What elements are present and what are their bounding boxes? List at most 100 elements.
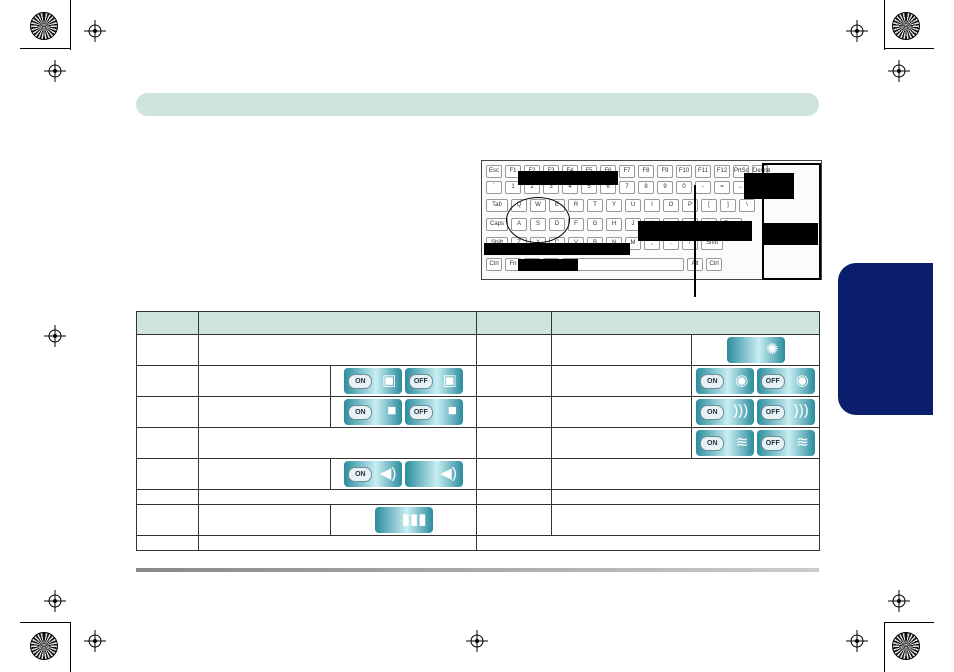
table-cell xyxy=(136,489,199,505)
keyboard-key: 8 xyxy=(638,181,654,194)
table-cell xyxy=(136,334,199,366)
table-row: ON≋ OFF≋ xyxy=(136,427,820,459)
table-cell: ON≋ OFF≋ xyxy=(691,427,820,459)
table-cell xyxy=(476,489,553,505)
table-header-cell xyxy=(476,311,553,335)
color-rose-bottom-right xyxy=(892,632,920,660)
table-cell xyxy=(476,504,553,536)
wlan-on-icon: ON◉ xyxy=(696,368,755,394)
registration-mark-icon xyxy=(44,325,66,347)
keyboard-key: [ xyxy=(701,199,717,212)
bluetooth-off-icon: OFF))) xyxy=(756,399,815,425)
brightness-icon: ✺ xyxy=(726,337,785,363)
redaction-block xyxy=(484,243,630,255)
crop-line xyxy=(884,48,934,49)
chapter-side-tab xyxy=(838,263,933,415)
table-cell: ON◀) ◀) xyxy=(329,458,478,490)
table-cell xyxy=(136,458,199,490)
registration-mark-icon xyxy=(44,590,66,612)
keyboard-key: T xyxy=(587,199,603,212)
wlan-off-icon: OFF◉ xyxy=(756,368,815,394)
hotkey-table: ✺ ON▣ OFF▣ ON◉ OFF◉ ON■ OFF■ ON))) OFF))… xyxy=(136,311,820,551)
crop-line xyxy=(884,0,885,50)
table-cell: ✺ xyxy=(691,334,820,366)
table-cell xyxy=(197,504,331,536)
table-cell xyxy=(476,458,553,490)
color-rose-top-left xyxy=(30,12,58,40)
table-cell xyxy=(476,535,820,551)
crop-line xyxy=(20,622,70,623)
numpad-outline xyxy=(762,163,821,280)
table-cell xyxy=(551,334,693,366)
keyboard-key: F12 xyxy=(714,165,730,178)
display-off-icon: OFF■ xyxy=(404,399,463,425)
crop-line xyxy=(884,622,934,623)
volume-level-icon: ▮▮▮ xyxy=(374,507,433,533)
table-cell xyxy=(551,427,693,459)
table-cell xyxy=(551,504,820,536)
keyboard-key: Ctrl xyxy=(486,258,502,271)
redaction-block xyxy=(518,171,618,185)
registration-mark-icon xyxy=(846,20,868,42)
registration-mark-icon xyxy=(846,630,868,652)
table-row xyxy=(136,535,820,551)
mute-off-icon: ◀) xyxy=(404,461,463,487)
keyboard-key: F8 xyxy=(638,165,654,178)
crop-line xyxy=(70,622,71,672)
keyboard-key: F11 xyxy=(695,165,711,178)
keyboard-key: ` xyxy=(486,181,502,194)
keyboard-key: 0 xyxy=(676,181,692,194)
table-cell xyxy=(551,489,820,505)
table-header-cell xyxy=(551,311,820,335)
crop-line xyxy=(20,48,70,49)
keyboard-key: H xyxy=(606,218,622,231)
keyboard-key: R xyxy=(568,199,584,212)
table-row xyxy=(136,489,820,505)
table-cell xyxy=(197,334,478,366)
keyboard-key: Y xyxy=(606,199,622,212)
table-cell xyxy=(136,365,199,397)
mute-on-icon: ON◀) xyxy=(344,461,403,487)
keyboard-key: = xyxy=(714,181,730,194)
redaction-block xyxy=(764,223,818,245)
keyboard-key xyxy=(562,258,684,271)
keyboard-key: Ctrl xyxy=(706,258,722,271)
keyboard-key: F7 xyxy=(619,165,635,178)
wireless-off-icon: OFF≋ xyxy=(756,430,815,456)
keyboard-key: F xyxy=(568,218,584,231)
table-row: ON■ OFF■ ON))) OFF))) xyxy=(136,396,820,428)
keyboard-key: \ xyxy=(739,199,755,212)
table-cell xyxy=(551,396,693,428)
page-header-bar xyxy=(136,93,819,116)
keyboard-key: - xyxy=(695,181,711,194)
table-cell xyxy=(136,535,199,551)
table-cell xyxy=(197,396,331,428)
display-on-icon: ON■ xyxy=(344,399,403,425)
keyboard-key: 7 xyxy=(619,181,635,194)
color-rose-bottom-left xyxy=(30,632,58,660)
redaction-block xyxy=(744,173,794,199)
keyboard-key: Caps xyxy=(486,218,508,231)
table-header-cell xyxy=(136,311,199,335)
redaction-block xyxy=(518,259,578,271)
keyboard-key: ] xyxy=(720,199,736,212)
keyboard-key: Esc xyxy=(486,165,502,178)
table-cell xyxy=(197,535,478,551)
keyboard-key: F10 xyxy=(676,165,692,178)
crop-line xyxy=(70,0,71,50)
table-row: ON◀) ◀) xyxy=(136,458,820,490)
bluetooth-on-icon: ON))) xyxy=(696,399,755,425)
table-cell xyxy=(197,365,331,397)
crop-line xyxy=(884,622,885,672)
touchpad-on-icon: ON▣ xyxy=(344,368,403,394)
registration-mark-icon xyxy=(84,630,106,652)
keyboard-key: Tab xyxy=(486,199,508,212)
table-cell: ON◉ OFF◉ xyxy=(691,365,820,397)
table-row: ON▣ OFF▣ ON◉ OFF◉ xyxy=(136,365,820,397)
table-cell xyxy=(476,365,553,397)
registration-mark-icon xyxy=(888,590,910,612)
table-cell xyxy=(476,334,553,366)
table-cell xyxy=(476,427,553,459)
page-footer-rule xyxy=(136,568,819,572)
registration-mark-icon xyxy=(44,60,66,82)
